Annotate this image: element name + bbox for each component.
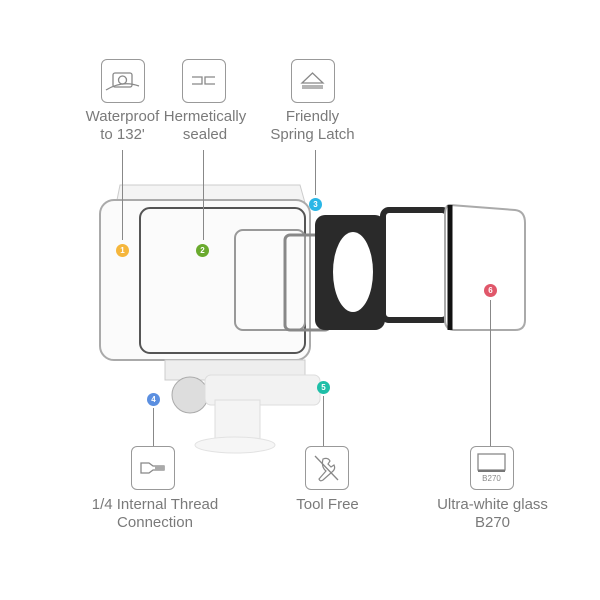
leader-line-2	[203, 150, 204, 240]
leader-line-5	[323, 396, 324, 446]
badge-4: 4	[147, 393, 160, 406]
leader-line-1	[122, 150, 123, 240]
svg-text:B270: B270	[482, 474, 501, 483]
leader-line-6	[490, 300, 491, 446]
badge-6: 6	[484, 284, 497, 297]
feature-label-toolfree: Tool Free	[296, 496, 359, 513]
glass-b270-icon: B270	[470, 446, 514, 490]
badge-1: 1	[116, 244, 129, 257]
seal-icon	[182, 59, 226, 103]
eject-latch-icon	[291, 59, 335, 103]
screw-icon	[131, 446, 175, 490]
badge-3: 3	[309, 198, 322, 211]
badge-5: 5	[317, 381, 330, 394]
camera-wave-icon	[101, 59, 145, 103]
no-wrench-icon	[305, 446, 349, 490]
housing-illustration	[99, 184, 526, 454]
leader-line-4	[153, 408, 154, 446]
badge-2: 2	[196, 244, 209, 257]
leader-line-3	[315, 150, 316, 195]
